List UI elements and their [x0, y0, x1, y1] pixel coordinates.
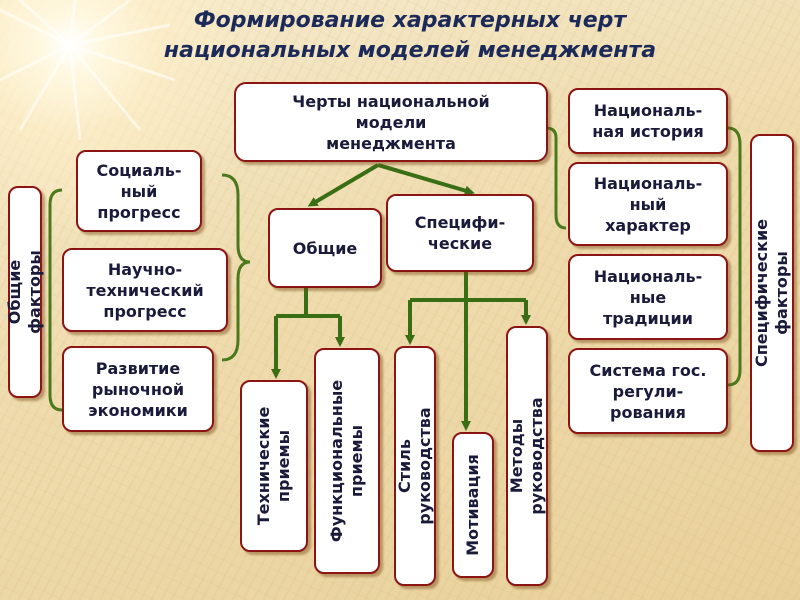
- root-node: Черты национальной модели менеджмента: [234, 82, 548, 162]
- general-node-label: Общие: [292, 238, 358, 258]
- element-label: Функциональные приемы: [327, 379, 366, 543]
- general-node: Общие: [268, 208, 382, 288]
- element-technical-methods: Технические приемы: [240, 380, 308, 552]
- general-factor-label: Развитие рыночной экономики: [88, 358, 188, 420]
- root-right-brace: [545, 126, 567, 230]
- specific-factor-history: Националь- ная история: [568, 88, 728, 154]
- general-factors-right-brace: [221, 173, 251, 362]
- root-node-label: Черты национальной модели менеджмента: [292, 91, 490, 153]
- general-tree: [276, 288, 340, 318]
- root-to-specific-arrow: [377, 163, 475, 196]
- general-factor-market-economy: Развитие рыночной экономики: [62, 346, 214, 432]
- title-line-2: национальных моделей менеджмента: [163, 38, 657, 63]
- specific-factor-label: Националь- ный характер: [593, 173, 703, 235]
- element-leadership-style: Стиль руководства: [394, 346, 436, 586]
- general-factor-label: Научно- технический прогресс: [86, 259, 204, 321]
- general-factors-left-brace: [48, 188, 63, 412]
- general-factor-label: Социаль- ный прогресс: [96, 160, 182, 222]
- specific-node: Специфи- ческие: [386, 194, 534, 272]
- general-factors-label: Общие факторы: [5, 250, 44, 334]
- specific-factors-label: Специфические факторы: [752, 218, 791, 368]
- general-factor-scientific-progress: Научно- технический прогресс: [62, 248, 228, 332]
- specific-factor-label: Националь- ная история: [592, 101, 704, 141]
- specific-factors-right-brace: [727, 126, 742, 387]
- element-motivation: Мотивация: [452, 432, 494, 578]
- specific-factor-character: Националь- ный характер: [568, 162, 728, 246]
- specific-node-label: Специфи- ческие: [414, 213, 506, 253]
- specific-tree: [410, 272, 526, 302]
- specific-factor-state-regulation: Система гос. регули- рования: [568, 348, 728, 434]
- specific-factor-label: Националь- ные традиции: [593, 266, 703, 328]
- title-line-1: Формирование характерных черт: [193, 8, 627, 33]
- general-factors-label-box: Общие факторы: [5, 186, 44, 398]
- general-factor-social-progress: Социаль- ный прогресс: [76, 150, 202, 232]
- specific-factors-label-box: Специфические факторы: [750, 134, 794, 452]
- root-to-general-arrow: [307, 163, 380, 207]
- specific-factor-label: Система гос. регули- рования: [589, 360, 707, 422]
- element-label: Стиль руководства: [395, 407, 434, 525]
- slide-title: Формирование характерных черт национальн…: [90, 6, 730, 66]
- element-label: Технические приемы: [254, 406, 293, 526]
- element-leadership-methods: Методы руководства: [506, 326, 548, 586]
- element-label: Мотивация: [463, 454, 482, 556]
- element-label: Методы руководства: [507, 397, 546, 515]
- element-functional-methods: Функциональные приемы: [314, 348, 380, 574]
- specific-factor-traditions: Националь- ные традиции: [568, 254, 728, 340]
